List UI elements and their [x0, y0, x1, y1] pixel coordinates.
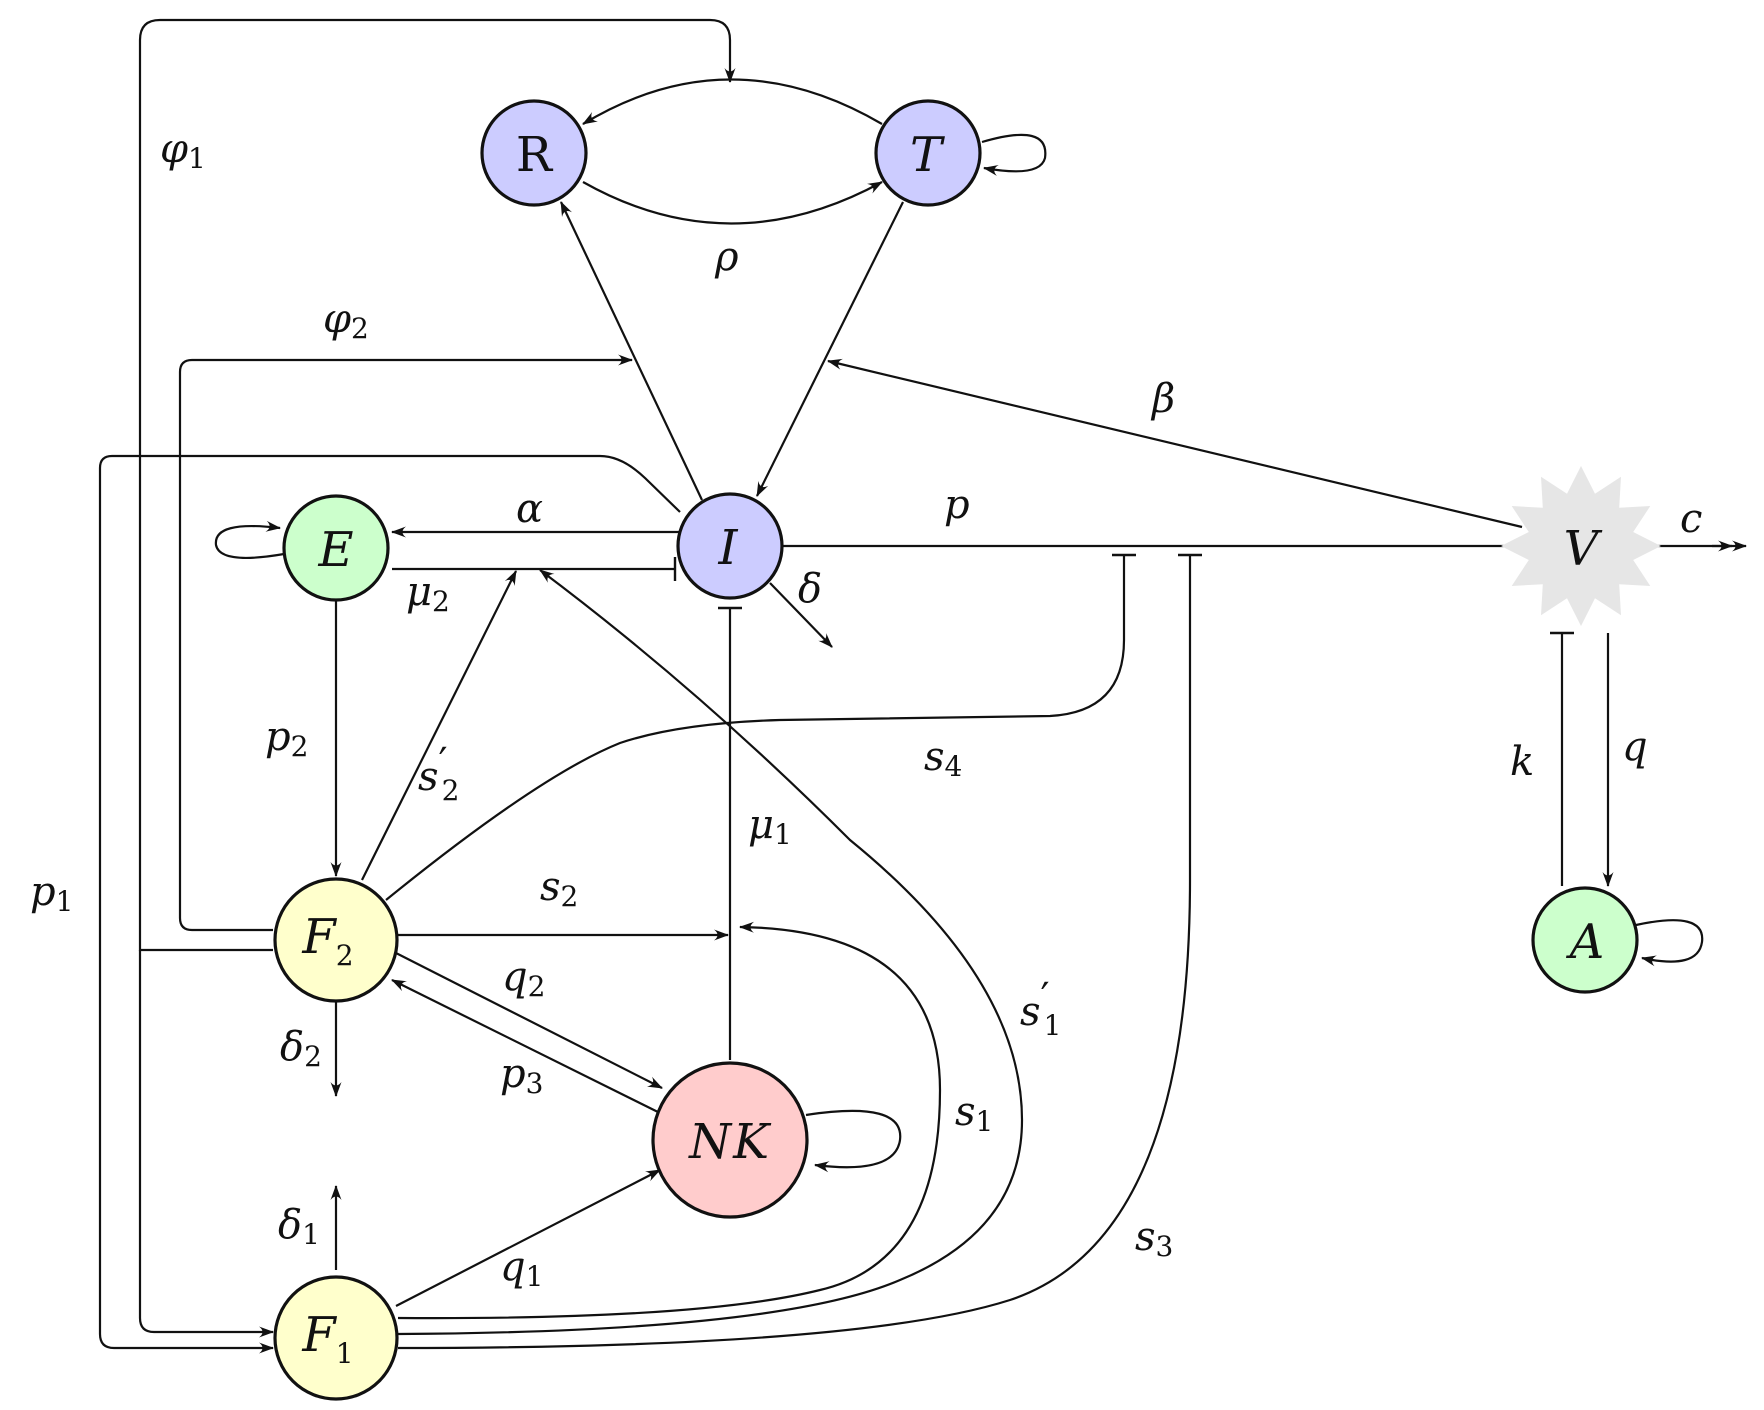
node-f1: F1 [273, 1275, 399, 1401]
edge-nk-self [805, 1109, 902, 1173]
edges [98, 18, 1747, 1354]
edge-phi1 [138, 18, 736, 952]
nodes: R T E I V F2 NK F1 [273, 99, 1661, 1401]
edge-e-self [214, 520, 285, 559]
node-v-star [1501, 466, 1661, 626]
svg-text:s2: s2 [540, 864, 578, 913]
svg-text:s′2: s′2 [418, 740, 459, 807]
edge-a-self [1635, 919, 1704, 967]
node-r-label: R [516, 127, 554, 183]
edge-t-to-i [756, 201, 904, 497]
node-a-label: A [1566, 914, 1605, 970]
label-s4: s [924, 734, 945, 780]
edge-loop-to-f1 [138, 950, 274, 1338]
label-phi1: φ [160, 126, 188, 172]
edge-delta [769, 582, 833, 648]
node-nk: NK [651, 1061, 809, 1219]
node-e: E [282, 494, 390, 602]
label-p2: p [265, 714, 291, 760]
label-p1: p [30, 869, 56, 915]
svg-text:s3: s3 [1135, 1214, 1173, 1263]
svg-text:p3: p3 [500, 1051, 543, 1100]
node-nk-label: NK [688, 1114, 772, 1170]
label-q: q [1622, 724, 1648, 770]
node-f2: F2 [273, 877, 399, 1003]
label-mu2: μ [406, 569, 432, 615]
edge-t-to-r [582, 78, 883, 125]
label-rho: ρ [714, 234, 739, 280]
edge-beta [827, 358, 1523, 529]
node-f2-sub: 2 [336, 939, 354, 972]
label-s1prime: s [1020, 989, 1041, 1035]
svg-text:s′1: s′1 [1020, 975, 1061, 1042]
svg-text:μ1: μ1 [748, 802, 792, 851]
edge-s2prime [361, 570, 517, 881]
label-phi2: φ [323, 296, 351, 342]
node-a: A [1531, 886, 1639, 994]
label-q2: q [502, 954, 528, 1000]
node-r: R [480, 99, 588, 207]
svg-text:F1: F1 [301, 1307, 353, 1370]
node-f1-label: F [301, 1307, 337, 1363]
label-s3: s [1135, 1214, 1156, 1260]
edge-s1 [397, 921, 942, 1320]
label-c: c [1680, 496, 1702, 542]
edge-s3 [397, 553, 1202, 1350]
svg-text:φ2: φ2 [323, 296, 369, 345]
edge-phi2 [178, 354, 633, 932]
svg-text:F2: F2 [301, 909, 353, 972]
edge-r-to-t-rho [582, 181, 883, 225]
node-v: V [1501, 466, 1661, 626]
node-e-label: E [317, 522, 353, 578]
edge-labels: φ1 φ2 ρ β α p c μ2 δ p2 s′2 s4 μ1 k q p1… [30, 126, 1702, 1293]
label-k: k [1510, 739, 1534, 785]
edge-t-self [981, 133, 1047, 176]
edge-s4 [385, 553, 1136, 901]
label-p: p [944, 482, 970, 528]
node-v-label: V [1564, 521, 1603, 577]
label-delta2: δ [280, 1024, 304, 1070]
edge-q2 [393, 951, 663, 1089]
svg-text:s1: s1 [955, 1089, 993, 1138]
label-s2prime: s [418, 754, 439, 800]
label-alpha: α [516, 486, 543, 532]
node-i: I [676, 492, 784, 600]
label-mu1: μ [748, 802, 774, 848]
edge-q1 [395, 1169, 661, 1307]
label-q1: q [500, 1244, 526, 1290]
svg-text:δ1: δ1 [278, 1202, 320, 1251]
svg-text:s4: s4 [924, 734, 962, 783]
label-s1: s [955, 1089, 976, 1135]
edge-p1 [98, 454, 681, 1354]
svg-text:q2: q2 [502, 954, 545, 1003]
node-i-label: I [718, 520, 739, 576]
edge-p3 [391, 979, 667, 1117]
label-delta: δ [798, 566, 822, 612]
svg-text:μ2: μ2 [406, 569, 450, 618]
svg-text:p1: p1 [30, 869, 73, 918]
edge-s1prime [397, 569, 1024, 1336]
node-t-label: T [910, 127, 945, 183]
node-f1-sub: 1 [336, 1337, 354, 1370]
label-p3: p [500, 1051, 526, 1097]
svg-text:φ1: φ1 [160, 126, 206, 175]
svg-text:q1: q1 [500, 1244, 543, 1293]
svg-text:p2: p2 [265, 714, 308, 763]
edge-i-to-r [560, 201, 703, 501]
label-delta1: δ [278, 1202, 302, 1248]
label-s2: s [540, 864, 561, 910]
node-t: T [874, 99, 982, 207]
svg-text:δ2: δ2 [280, 1024, 322, 1073]
label-beta: β [1150, 376, 1175, 422]
node-f2-label: F [301, 909, 337, 965]
